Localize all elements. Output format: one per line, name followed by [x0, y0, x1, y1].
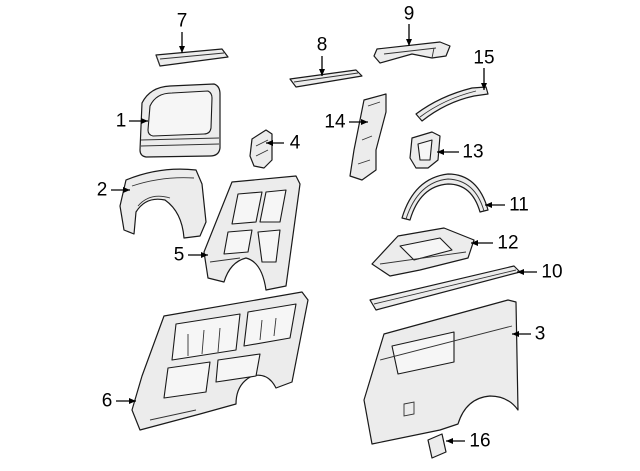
callout-2: 2 — [96, 179, 108, 201]
callout-5: 5 — [173, 244, 185, 266]
part-8-roof-rail[interactable] — [289, 69, 363, 88]
callout-12: 12 — [497, 232, 519, 254]
callout-16: 16 — [469, 430, 491, 452]
callout-13: 13 — [462, 141, 484, 163]
part-9-upper-rail[interactable] — [373, 41, 451, 64]
callout-9: 9 — [403, 3, 415, 25]
part-1-quarter-window[interactable] — [139, 83, 221, 158]
callout-10: 10 — [541, 261, 563, 283]
callout-11: 11 — [509, 194, 529, 216]
callout-7: 7 — [176, 10, 188, 32]
part-14-pillar[interactable] — [349, 93, 387, 181]
part-13-pocket[interactable] — [409, 131, 441, 169]
callout-8: 8 — [316, 34, 328, 56]
callout-6: 6 — [101, 390, 113, 412]
part-12-wheelhouse-inner[interactable] — [371, 227, 475, 277]
part-4-bracket[interactable] — [249, 129, 273, 169]
part-5-inner-panel[interactable] — [203, 175, 301, 291]
part-11-wheel-arch[interactable] — [401, 173, 489, 221]
callout-14: 14 — [324, 111, 346, 133]
callout-4: 4 — [289, 132, 301, 154]
part-16-cover[interactable] — [427, 433, 447, 459]
part-7-rail[interactable] — [155, 48, 229, 67]
part-3-side-panel[interactable] — [363, 299, 519, 445]
part-15-curved-rail[interactable] — [415, 86, 489, 122]
callout-15: 15 — [473, 47, 495, 69]
callout-1: 1 — [115, 110, 127, 132]
callout-3: 3 — [534, 323, 546, 345]
part-2-wheelhouse[interactable] — [119, 168, 207, 239]
part-6-inner-side-panel[interactable] — [131, 291, 309, 431]
